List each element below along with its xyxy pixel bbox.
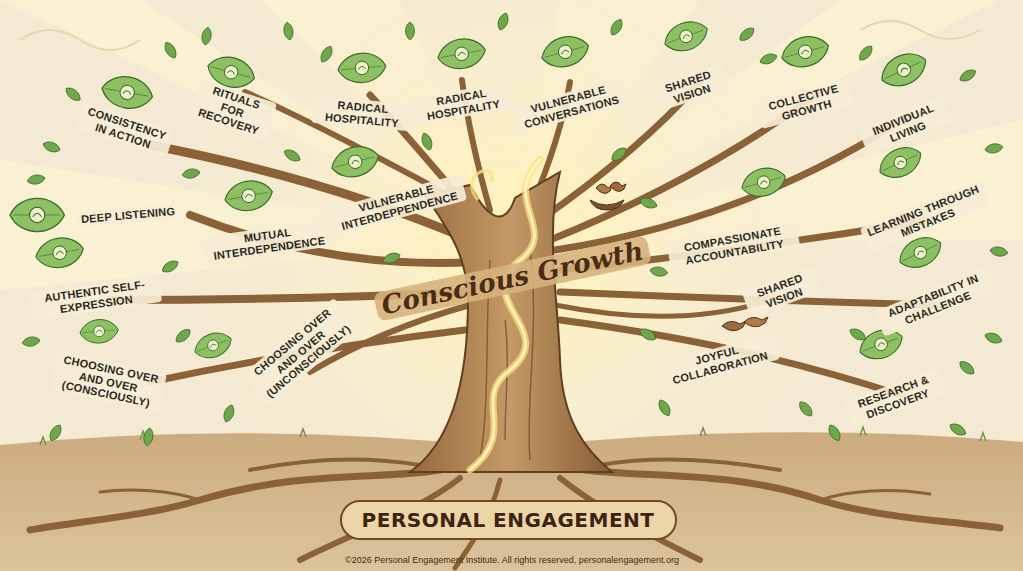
small-leave-shape xyxy=(826,423,843,443)
root-shape xyxy=(600,460,780,470)
root-shape xyxy=(100,490,200,500)
birds-and-nest-shape xyxy=(610,182,626,191)
icon-leave-shape xyxy=(435,35,487,72)
icon-leave-shape xyxy=(337,51,387,84)
branche-shape xyxy=(555,300,770,316)
copyright-note: ©2026 Personal Engagement Institute. All… xyxy=(342,555,682,567)
root-banner: PERSONAL ENGAGEMENT xyxy=(340,500,677,540)
small-leave-shape xyxy=(656,398,673,418)
small-leave-shape xyxy=(948,421,968,438)
small-leave-shape xyxy=(420,132,435,152)
small-leave-shape xyxy=(797,399,815,419)
small-leave-shape xyxy=(406,22,415,40)
icon-leaves xyxy=(10,16,946,365)
small-leave-shape xyxy=(222,403,237,423)
icon-leave-shape xyxy=(778,31,832,72)
roots xyxy=(30,460,1000,568)
icon-leave-shape xyxy=(538,31,592,72)
small-leave-shape xyxy=(63,85,83,103)
small-leave-shape xyxy=(496,12,511,32)
icon-leave-shape xyxy=(222,177,274,214)
birds-and-nest-shape xyxy=(744,317,768,327)
icon-leave-shape xyxy=(191,328,235,363)
small-leave-shape xyxy=(21,336,40,348)
small-leave-shape xyxy=(26,174,45,186)
small-leave-shape xyxy=(958,67,978,84)
small-leave-shape xyxy=(282,147,302,164)
small-leave-shape xyxy=(42,140,62,155)
birds-and-nest-shape xyxy=(590,200,624,210)
icon-leave-shape xyxy=(33,234,85,271)
small-leave-shape xyxy=(162,40,179,60)
icon-leave-shape xyxy=(79,318,119,345)
icon-leave-shape xyxy=(10,198,64,231)
small-leaves xyxy=(21,12,1008,447)
small-leave-shape xyxy=(282,21,294,40)
trunk-shape xyxy=(410,172,612,472)
trunk-shape xyxy=(470,160,540,470)
small-leave-shape xyxy=(609,145,629,163)
trunk-shape xyxy=(470,160,540,470)
small-leave-shape xyxy=(318,44,335,64)
small-leave-shape xyxy=(737,25,757,43)
icon-leave-shape xyxy=(99,73,155,113)
small-leave-shape xyxy=(857,43,875,63)
small-leave-shape xyxy=(983,331,1003,346)
small-leave-shape xyxy=(382,251,402,266)
icon-leave-shape xyxy=(328,141,382,182)
small-leave-shape xyxy=(608,17,625,37)
birds-and-nest-shape xyxy=(596,184,612,193)
root-shape xyxy=(820,491,930,500)
small-leave-shape xyxy=(957,359,977,377)
trunk-shape xyxy=(471,170,492,200)
birds-and-nest-shape xyxy=(722,321,746,331)
small-leave-shape xyxy=(649,266,668,278)
small-leave-shape xyxy=(160,258,180,275)
icon-leave-shape xyxy=(876,46,932,93)
small-leave-shape xyxy=(638,196,658,211)
small-leave-shape xyxy=(142,427,154,446)
icon-leave-shape xyxy=(738,163,788,201)
root-shape xyxy=(250,460,420,470)
small-leave-shape xyxy=(638,326,658,343)
small-leave-shape xyxy=(201,26,213,45)
small-leave-shape xyxy=(181,168,200,180)
small-leave-shape xyxy=(989,246,1008,258)
small-leave-shape xyxy=(758,52,778,67)
small-leave-shape xyxy=(47,423,64,443)
small-leave-shape xyxy=(984,142,1003,154)
small-leave-shape xyxy=(173,327,193,345)
banner-text: PERSONAL ENGAGEMENT xyxy=(342,508,675,532)
icon-leave-shape xyxy=(660,16,711,57)
branche-shape xyxy=(560,320,900,395)
